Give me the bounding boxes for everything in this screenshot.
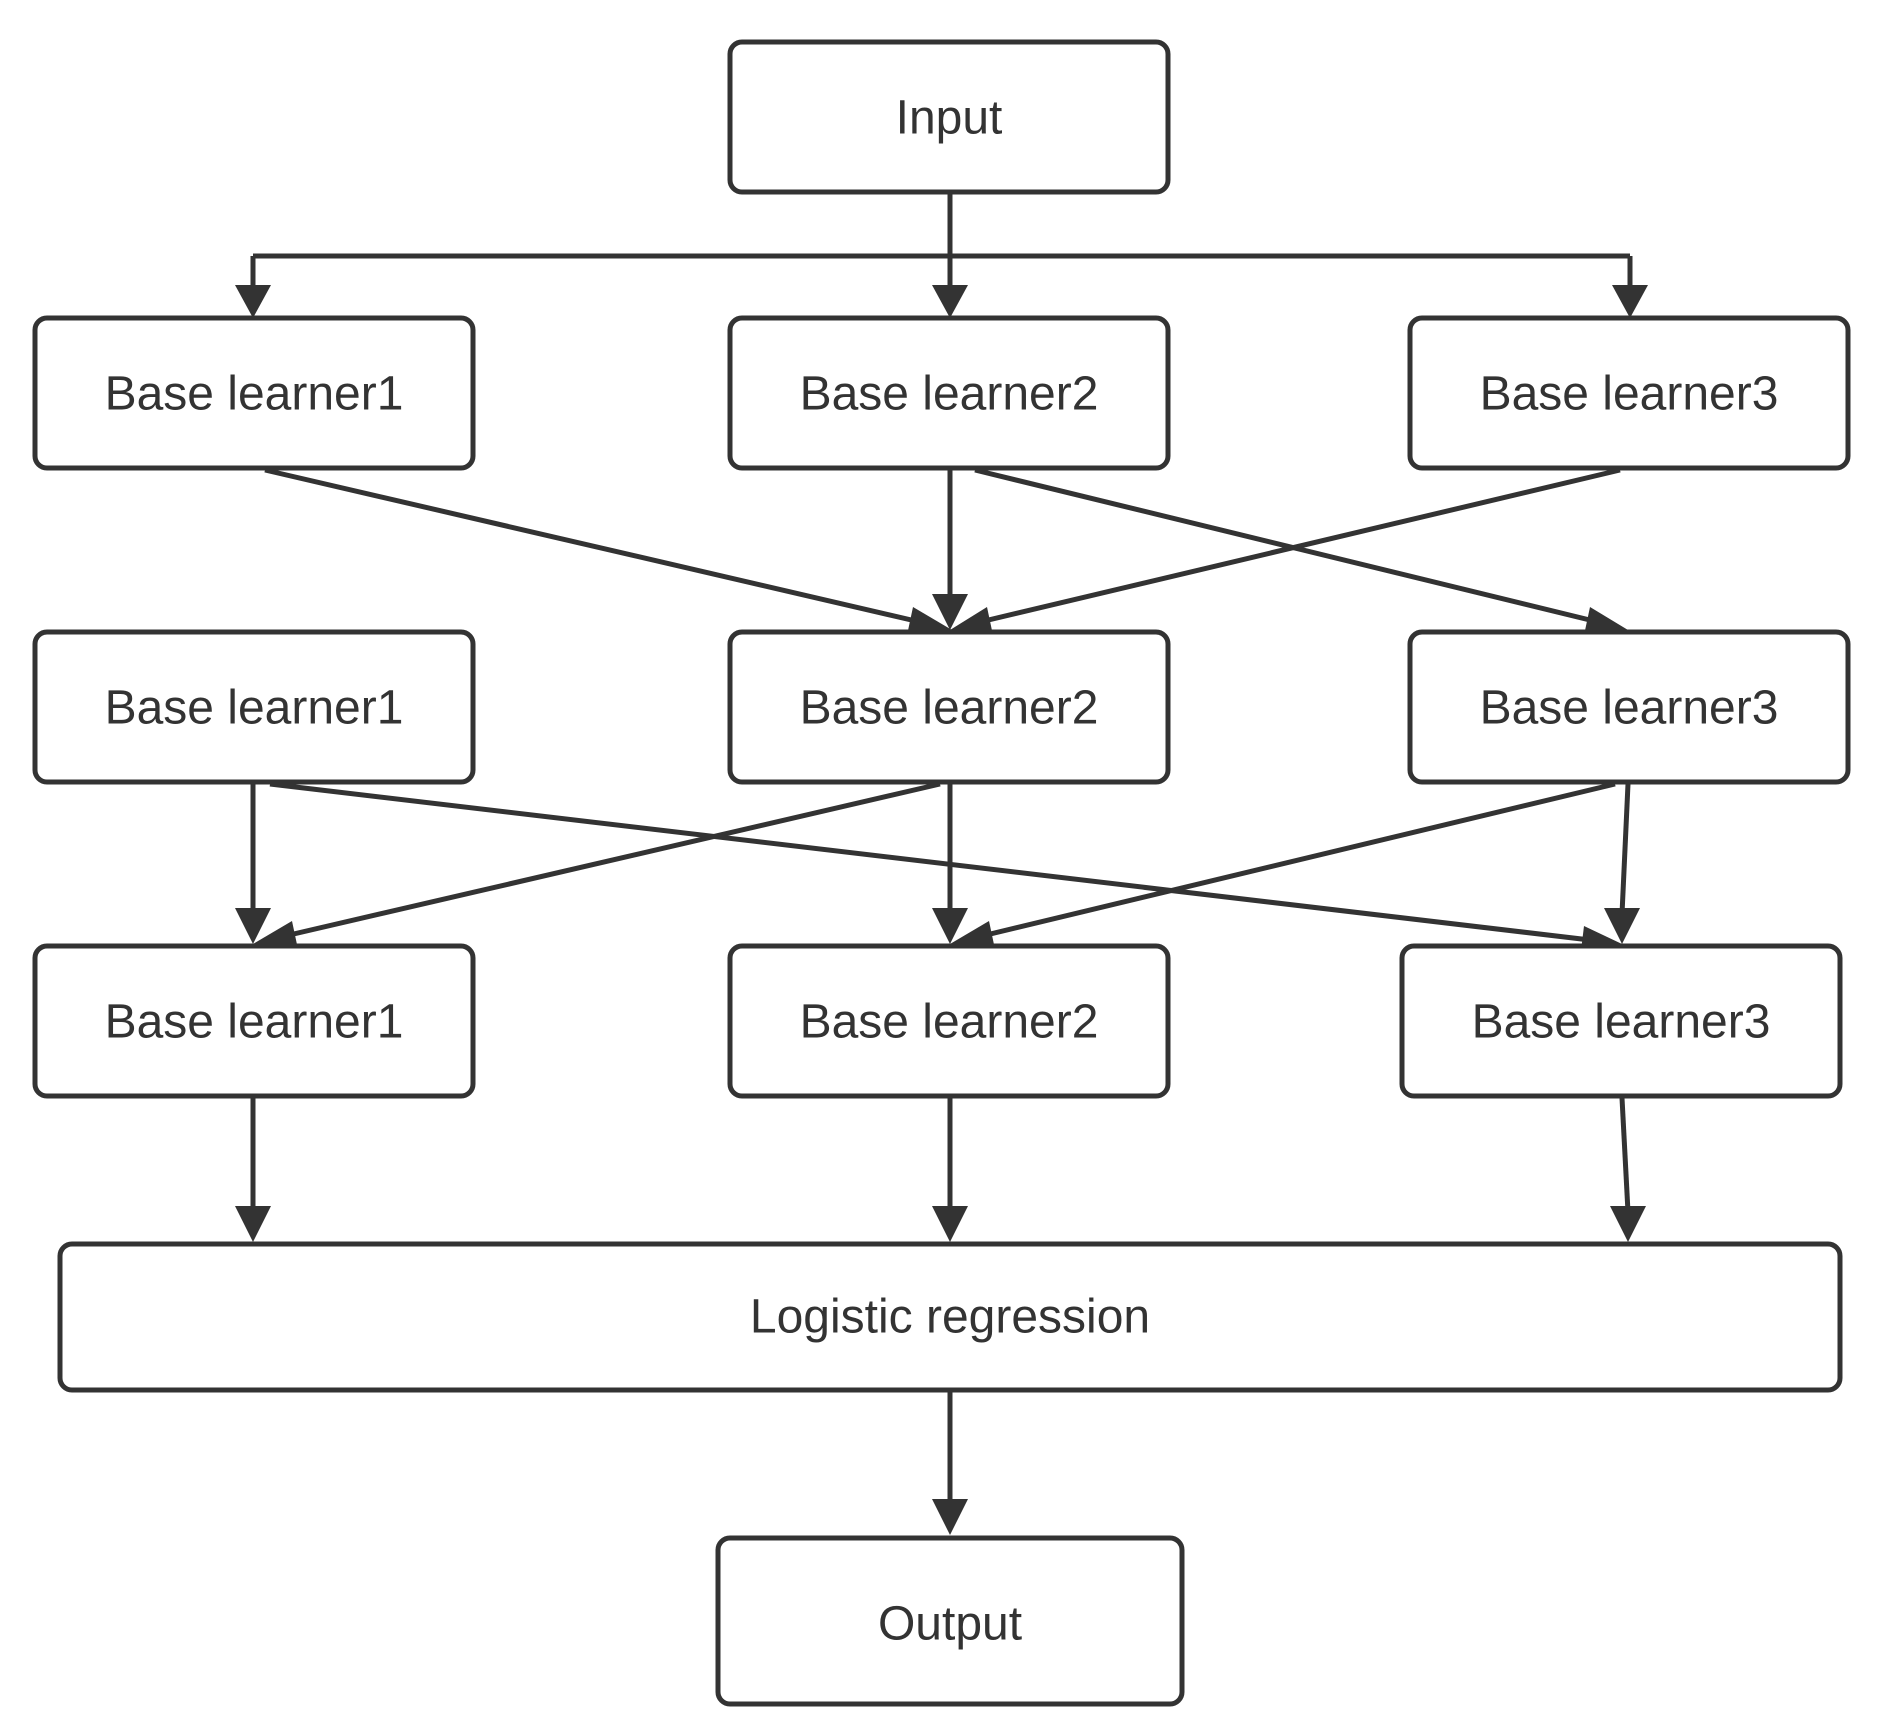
arrowhead <box>235 908 271 944</box>
edges <box>235 192 1648 1535</box>
node-logistic-regression: Logistic regression <box>57 1241 1843 1393</box>
node-label: Base learner3 <box>1472 996 1771 1049</box>
arrowhead <box>1604 908 1640 944</box>
node-label: Base learner3 <box>1480 682 1779 735</box>
node-output: Output <box>715 1535 1185 1707</box>
node-layer1-base-learner3: Base learner3 <box>1407 315 1851 471</box>
arrowhead <box>932 285 968 318</box>
node-layer1-base-learner2: Base learner2 <box>727 315 1171 471</box>
arrowhead <box>932 1499 968 1535</box>
node-input: Input <box>727 39 1171 195</box>
arrowhead <box>932 1206 968 1242</box>
arrowhead <box>235 1206 271 1242</box>
arrowhead <box>1612 285 1648 318</box>
node-layer3-base-learner1: Base learner1 <box>32 943 476 1099</box>
node-label: Base learner1 <box>105 996 404 1049</box>
node-input-label: Input <box>896 92 1003 145</box>
node-label: Base learner1 <box>105 682 404 735</box>
node-output-label: Output <box>878 1598 1022 1651</box>
edge-l1-bl3-to-l2-bl2 <box>979 467 1621 625</box>
edge-l2-bl3-to-l3-bl2 <box>981 781 1616 939</box>
node-layer1-base-learner1: Base learner1 <box>32 315 476 471</box>
node-layer2-base-learner3: Base learner3 <box>1407 629 1851 785</box>
arrowhead <box>932 594 968 630</box>
node-label: Base learner3 <box>1480 368 1779 421</box>
edge-l3-bl3-to-logistic <box>1619 1097 1631 1213</box>
edge-l2-bl1-to-l3-bl3 <box>269 781 1591 943</box>
edge-l2-bl3-to-l3-bl3 <box>1619 783 1631 915</box>
node-layer3-base-learner3: Base learner3 <box>1399 943 1843 1099</box>
node-layer3-base-learner2: Base learner2 <box>727 943 1171 1099</box>
arrowhead <box>1610 1206 1646 1242</box>
node-layer2-base-learner1: Base learner1 <box>32 629 476 785</box>
node-label: Base learner2 <box>800 682 1099 735</box>
edge-l1-bl1-to-l2-bl2 <box>264 467 921 625</box>
node-label: Logistic regression <box>750 1291 1150 1344</box>
arrowhead <box>235 285 271 318</box>
node-label: Base learner1 <box>105 368 404 421</box>
edge-l2-bl2-to-l3-bl1 <box>284 781 941 939</box>
edge-l1-bl2-to-l2-bl3 <box>974 467 1599 625</box>
arrowhead <box>932 908 968 944</box>
node-label: Base learner2 <box>800 996 1099 1049</box>
node-layer2-base-learner2: Base learner2 <box>727 629 1171 785</box>
node-label: Base learner2 <box>800 368 1099 421</box>
